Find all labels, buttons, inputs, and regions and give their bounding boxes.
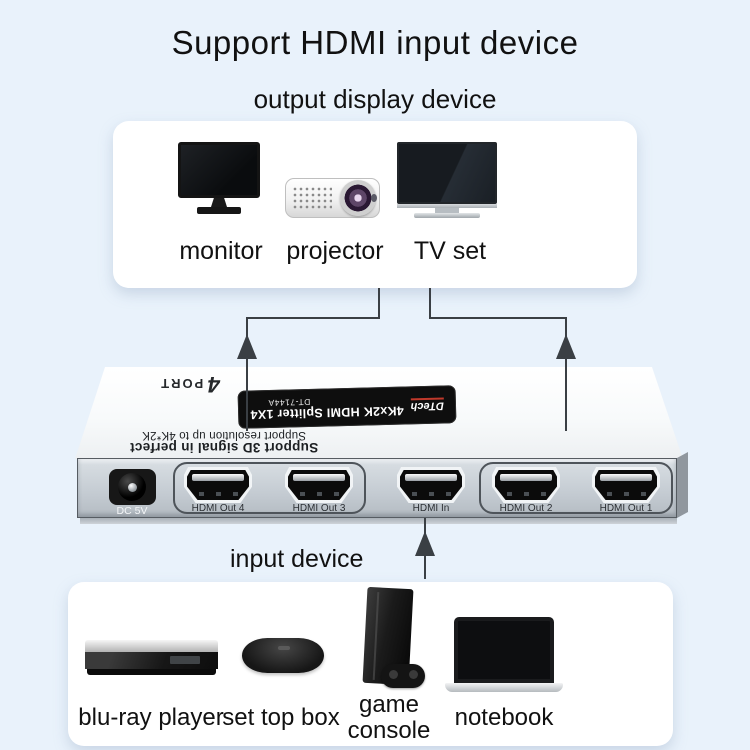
- badge-word: PORT: [159, 376, 204, 391]
- game-console-label: game console: [347, 691, 431, 744]
- notebook-label: notebook: [454, 704, 554, 731]
- monitor-image: [178, 142, 260, 216]
- hdmi-out-1-port: [592, 467, 660, 503]
- arrow-line-outer-left: [246, 317, 248, 431]
- output-devices-box: monitor projector TV set: [113, 121, 637, 288]
- bluray-player-label: blu-ray player: [78, 704, 224, 731]
- set-top-box-image: [242, 638, 324, 673]
- splitter-front-panel: DC 5V HDMI Out 4 HDMI Out 3 HDMI In HDMI…: [77, 458, 677, 518]
- splitter-side-face: [677, 452, 688, 518]
- feature-line1: Support 3D signal in perfect: [129, 440, 319, 455]
- output-section-heading: output display device: [253, 84, 497, 114]
- input-devices-box: blu-ray player set top box game console …: [68, 582, 673, 746]
- hdmi-port-group-right: [479, 462, 673, 514]
- hdmi-out-4-port: [184, 467, 252, 503]
- input-section-heading: input device: [230, 545, 364, 573]
- up-arrowhead-left: [237, 334, 257, 359]
- arrow-line-inner-right: [429, 288, 431, 319]
- game-console-image: [347, 586, 427, 698]
- projector-image: [285, 178, 380, 218]
- hdmi-out-4-label: HDMI Out 4: [191, 503, 245, 514]
- up-arrowhead-right: [556, 334, 576, 359]
- input-up-arrowhead: [415, 531, 435, 556]
- arrow-line-inner-left: [378, 288, 380, 319]
- hdmi-out-3-label: HDMI Out 3: [292, 503, 346, 514]
- arrow-line-horizontal-left: [246, 317, 380, 319]
- panel-shadow: [80, 518, 677, 524]
- monitor-label: monitor: [179, 237, 263, 265]
- hdmi-out-2-port: [492, 467, 560, 503]
- brand-logo: DTech: [410, 397, 445, 413]
- hdmi-out-2-label: HDMI Out 2: [499, 503, 553, 514]
- notebook-image: [445, 617, 563, 695]
- splitter-top-face: 4 PORT DTech 4Kx2K HDMI Splitter 1X4 DT-…: [75, 367, 683, 459]
- tv-label: TV set: [413, 237, 487, 265]
- hdmi-in-port: [397, 467, 465, 503]
- monitor-screen: [178, 142, 260, 198]
- hdmi-port-group-left: [173, 462, 366, 514]
- port-count-badge: 4 PORT: [120, 371, 220, 397]
- arrow-line-outer-right: [565, 317, 567, 431]
- page-title: Support HDMI input device: [171, 24, 579, 61]
- hdmi-in-label: HDMI In: [412, 503, 450, 514]
- badge-number: 4: [207, 372, 220, 397]
- tv-image: [397, 142, 497, 222]
- feature-text: Support 3D signal in perfect Support res…: [99, 429, 349, 455]
- set-top-box-label: set top box: [222, 704, 340, 731]
- bluray-player-image: [85, 640, 218, 676]
- brand-plate: DTech 4Kx2K HDMI Splitter 1X4 DT-7144A: [237, 385, 457, 429]
- projector-lens: [340, 180, 376, 216]
- arrow-line-horizontal-right: [429, 317, 567, 319]
- projector-label: projector: [286, 237, 384, 265]
- dc-power-label: DC 5V: [116, 505, 148, 517]
- hdmi-out-1-label: HDMI Out 1: [599, 503, 653, 514]
- hdmi-out-3-port: [285, 467, 353, 503]
- dc-power-jack: [109, 469, 156, 505]
- game-controller: [381, 664, 425, 688]
